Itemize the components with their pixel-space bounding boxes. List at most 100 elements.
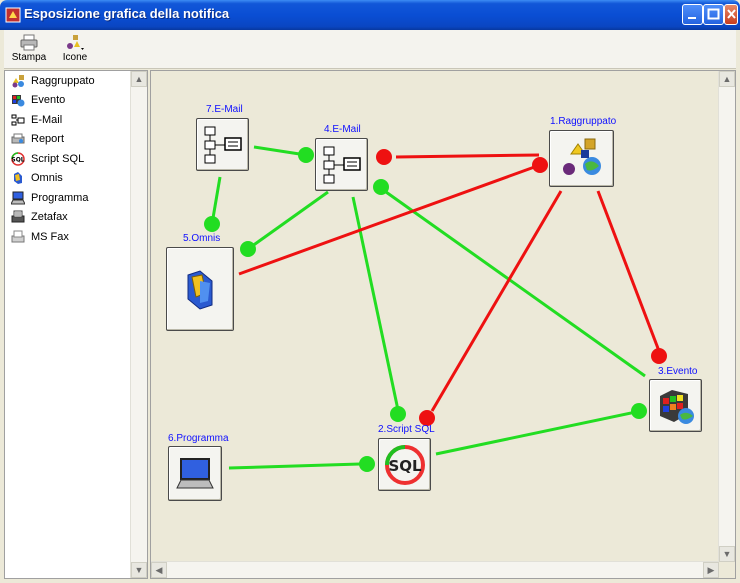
canvas-horizontal-scrollbar[interactable]: ◀ ▶ (151, 561, 719, 578)
link-email4-raggruppato-endpoint[interactable] (376, 149, 392, 165)
link-sql-evento[interactable] (435, 410, 637, 456)
minimize-button[interactable] (682, 4, 703, 25)
node-label: 1.Raggruppato (550, 116, 617, 127)
icons-dropdown-icon (67, 35, 84, 50)
sidebar-item-evento[interactable]: Evento (5, 91, 133, 111)
laptop-icon (176, 457, 214, 488)
node-box[interactable] (315, 138, 368, 191)
sidebar-item-label: Programma (31, 191, 89, 204)
node-box[interactable] (649, 379, 702, 432)
sql-icon: SQL (11, 152, 25, 166)
minimize-icon (688, 17, 696, 19)
link-raggruppato-evento-endpoint[interactable] (651, 348, 667, 364)
node-box[interactable] (196, 118, 249, 171)
group-icon (12, 74, 24, 88)
link-email4-omnis[interactable] (247, 190, 329, 251)
node-box[interactable]: SQL (378, 438, 431, 491)
node-box[interactable] (549, 130, 614, 187)
event-icon (12, 95, 25, 107)
sidebar-item-label: Report (31, 133, 65, 146)
link-email4-omnis-endpoint[interactable] (240, 241, 256, 257)
fax-icon (11, 230, 25, 243)
node-box[interactable] (166, 247, 234, 331)
scroll-down-button[interactable]: ▼ (131, 562, 147, 578)
sidebar-item-label: Omnis (31, 172, 63, 185)
scroll-up-button[interactable]: ▲ (719, 71, 735, 87)
title-bar[interactable]: Esposizione grafica della notifica (0, 0, 740, 30)
sidebar-item-label: Script SQL (31, 152, 85, 165)
omnis-icon (14, 172, 22, 185)
link-email4-evento-endpoint[interactable] (373, 179, 389, 195)
diagram-area: 7.E-Mail 4.E-Mail (150, 70, 736, 579)
node-label: 5.Omnis (183, 233, 221, 244)
email-icon (11, 114, 25, 126)
email-flow-icon (323, 146, 361, 183)
sql-icon: SQL (384, 444, 425, 485)
sidebar-item-label: Raggruppato (31, 74, 95, 87)
scroll-left-button[interactable]: ◀ (151, 562, 167, 578)
link-email4-sql[interactable] (351, 196, 400, 411)
toolbar: Stampa Icone (4, 30, 736, 69)
canvas-vertical-scrollbar[interactable]: ▲ ▼ (718, 71, 735, 562)
sidebar-item-raggruppato[interactable]: Raggruppato (5, 71, 133, 91)
node-label: 2.Script SQL (378, 424, 435, 435)
link-email4-sql-endpoint[interactable] (390, 406, 406, 422)
omnis-icon (187, 270, 213, 310)
group-icon (562, 138, 601, 175)
link-raggruppato-sql-endpoint[interactable] (419, 410, 435, 426)
maximize-icon (707, 8, 720, 20)
link-email4-evento[interactable] (385, 190, 646, 378)
svg-text:SQL: SQL (11, 156, 24, 163)
sidebar-item-report[interactable]: Report (5, 130, 133, 150)
sidebar-item-label: E-Mail (31, 113, 63, 126)
sidebar-scrollbar[interactable]: ▲ ▼ (130, 71, 147, 578)
program-icon (11, 191, 25, 205)
sidebar-item-label: MS Fax (31, 230, 69, 243)
icons-label: Icone (62, 52, 88, 63)
link-programma-sql[interactable] (228, 462, 361, 470)
link-raggruppato-evento[interactable] (596, 190, 661, 352)
link-raggruppato-omnis-endpoint[interactable] (532, 157, 548, 173)
link-programma-sql-endpoint[interactable] (359, 456, 375, 472)
link-email7-email4[interactable] (253, 145, 307, 157)
node-box[interactable] (168, 446, 222, 501)
maximize-button[interactable] (703, 4, 724, 25)
close-button[interactable] (724, 4, 738, 25)
link-email7-email4-endpoint[interactable] (298, 147, 314, 163)
print-button[interactable]: Stampa (8, 32, 50, 66)
icons-button[interactable]: Icone (54, 32, 96, 66)
sidebar-item-script-sql[interactable]: SQL Script SQL (5, 149, 133, 169)
sidebar-item-programma[interactable]: Programma (5, 188, 133, 208)
links-layer (204, 145, 667, 472)
node-label: 4.E-Mail (324, 124, 361, 135)
scroll-right-button[interactable]: ▶ (703, 562, 719, 578)
link-email7-omnis-endpoint[interactable] (204, 216, 220, 232)
diagram-canvas[interactable]: 7.E-Mail 4.E-Mail (151, 71, 719, 562)
link-raggruppato-omnis[interactable] (238, 163, 541, 276)
report-icon (11, 133, 25, 144)
print-label: Stampa (11, 52, 47, 63)
printer-icon (20, 34, 38, 51)
email-flow-icon (204, 126, 242, 163)
sidebar-item-label: Evento (31, 94, 66, 107)
sidebar-item-ms-fax[interactable]: MS Fax (5, 227, 133, 247)
zetafax-icon (11, 210, 25, 223)
event-icon (659, 389, 694, 424)
link-email4-raggruppato[interactable] (395, 153, 540, 159)
link-sql-evento-endpoint[interactable] (631, 403, 647, 419)
svg-text:SQL: SQL (388, 457, 422, 475)
scroll-up-button[interactable]: ▲ (131, 71, 147, 87)
close-icon (727, 9, 736, 19)
node-label: 6.Programma (168, 433, 229, 444)
node-label: 3.Evento (658, 366, 698, 377)
sidebar-item-label: Zetafax (31, 211, 68, 224)
sidebar-item-zetafax[interactable]: Zetafax (5, 208, 133, 228)
scroll-down-button[interactable]: ▼ (719, 546, 735, 562)
link-raggruppato-sql[interactable] (430, 190, 563, 412)
sidebar-item-e-mail[interactable]: E-Mail (5, 110, 133, 130)
window-title: Esposizione grafica della notifica (24, 6, 230, 21)
sidebar-item-omnis[interactable]: Omnis (5, 169, 133, 189)
scroll-corner (719, 562, 735, 578)
